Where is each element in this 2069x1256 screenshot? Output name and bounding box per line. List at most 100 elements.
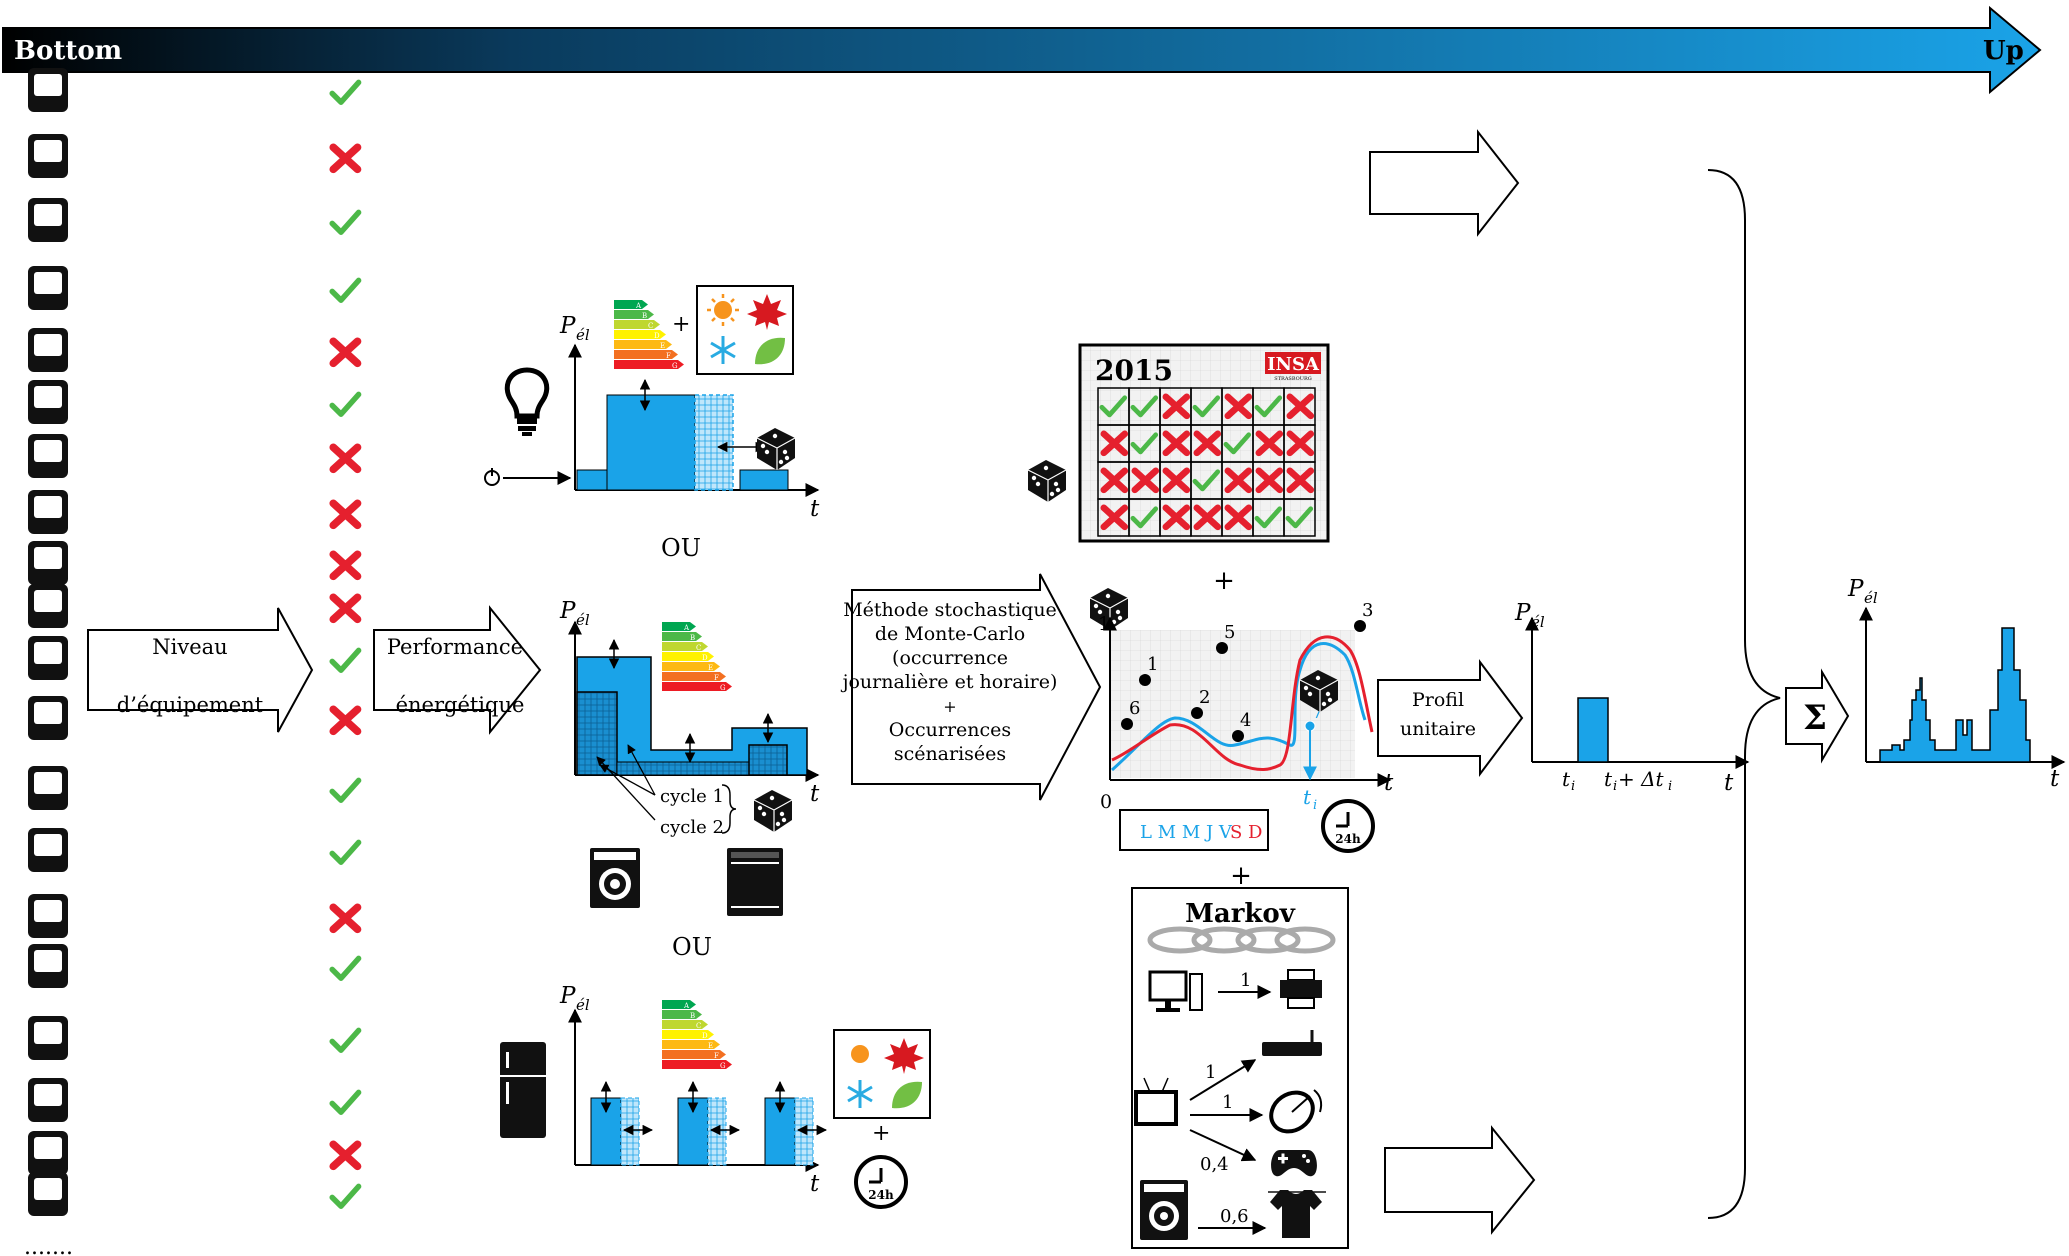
cycle1-label: cycle 1	[660, 786, 724, 807]
mc-ti-sub: i	[1313, 798, 1317, 813]
plus-sign: +	[1213, 566, 1235, 596]
dishwasher-icon	[727, 848, 783, 916]
router-icon	[1262, 1030, 1322, 1056]
cross-icon	[1224, 393, 1253, 420]
mc-days-weekend: S D	[1230, 822, 1262, 843]
energy-class-bar	[662, 652, 714, 661]
niveau-line1: Niveau	[152, 635, 227, 659]
markov-prob-1a: 1	[1240, 970, 1251, 991]
chart1-t-label: t	[810, 496, 820, 522]
mc-point-label: 5	[1224, 622, 1235, 643]
cross-icon	[1255, 467, 1284, 494]
energy-class-letter: F	[714, 1052, 719, 1060]
check-icon	[329, 1089, 362, 1115]
season-weather-icon	[833, 1029, 931, 1119]
clock-24h-icon: 24h	[854, 1155, 908, 1209]
kettle-icon	[28, 1131, 68, 1175]
profil-ti-sub: i	[1571, 779, 1575, 794]
energy-class-bar	[662, 632, 702, 641]
check-icon	[329, 1183, 362, 1209]
calendar-cell	[1283, 498, 1316, 537]
markov-prob-1c: 1	[1222, 1092, 1233, 1113]
profil-ti-plus-sub: i	[1613, 779, 1617, 794]
cross-icon	[1286, 430, 1315, 457]
energy-class-bar	[662, 1030, 714, 1039]
energy-class-bar	[614, 320, 660, 329]
energy-class-letter: G	[720, 684, 726, 692]
cross-icon	[329, 337, 362, 368]
energy-class-letter: C	[696, 1022, 701, 1030]
energy-class-bar	[662, 1040, 720, 1049]
clock-label: 24h	[1335, 832, 1361, 846]
sigma-symbol: Σ	[1803, 698, 1827, 738]
mc-point-label: 1	[1147, 654, 1158, 675]
mc-point-label: 6	[1129, 698, 1140, 719]
methode-line: journalière et horaire)	[841, 671, 1058, 693]
energy-class-bar	[662, 622, 696, 631]
summation-brace	[1707, 169, 1781, 1219]
banner-right-label: Up	[1983, 36, 2024, 66]
energy-class-bar	[662, 642, 708, 651]
energy-class-letter: G	[672, 362, 678, 370]
check-icon	[329, 1027, 362, 1053]
step-performance-energetique: Performance énergétique	[373, 605, 542, 735]
clock-label: 24h	[868, 1188, 894, 1202]
outline-arrow-bottom	[1384, 1125, 1536, 1235]
laptop-icon	[28, 380, 68, 424]
sum-arrow: Σ	[1785, 668, 1850, 764]
perf-line1: Performance	[387, 635, 523, 659]
energy-class-letter: B	[690, 1012, 695, 1020]
plus-sign: +	[1230, 861, 1252, 891]
printer-icon	[28, 434, 68, 478]
niveau-line2: d’équipement	[117, 693, 264, 717]
energy-class-letter: F	[666, 352, 671, 360]
cross-icon	[1100, 467, 1129, 494]
check-icon	[329, 391, 362, 417]
cross-icon	[1224, 504, 1253, 531]
markov-title: Markov	[1185, 899, 1296, 929]
mc-point	[1191, 707, 1203, 719]
calendar-year: 2015	[1095, 354, 1173, 387]
dice-icon	[1027, 460, 1067, 502]
cross-icon	[329, 903, 362, 934]
cross-icon	[329, 550, 362, 581]
mc-point	[1232, 730, 1244, 742]
mc-point-label: 4	[1240, 710, 1251, 731]
agg-p-sub: él	[1864, 589, 1878, 607]
cross-icon	[1131, 467, 1160, 494]
check-icon	[329, 209, 362, 235]
chart1-plus: +	[672, 312, 690, 337]
tshirt-icon	[1268, 1190, 1326, 1238]
lightbulb-icon	[504, 367, 550, 436]
check-icon	[329, 79, 362, 105]
perf-line2: énergétique	[396, 693, 525, 717]
markov-prob-06: 0,6	[1220, 1206, 1249, 1227]
gamepad-icon	[1271, 1150, 1317, 1177]
desktop-computer-icon	[1148, 970, 1203, 1012]
check-icon	[1223, 432, 1252, 455]
cross-icon	[1162, 467, 1191, 494]
printer-icon	[1280, 969, 1322, 1009]
profil-delta-sub: i	[1668, 779, 1672, 794]
energy-class-letter: C	[696, 644, 701, 652]
energy-class-bar	[662, 672, 726, 681]
outline-arrow-top	[1369, 129, 1520, 237]
mc-point	[1139, 674, 1151, 686]
cross-icon	[329, 1140, 362, 1171]
washing-machine-icon	[590, 848, 640, 908]
profil-ti-plus: t	[1604, 767, 1613, 791]
markov-box: Markov 1 1	[1131, 887, 1349, 1249]
fridge-icon	[500, 1042, 546, 1138]
mc-point	[1121, 718, 1133, 730]
cross-icon	[329, 143, 362, 174]
mc-days-weekday: L M M J V	[1140, 822, 1233, 843]
methode-line: de Monte-Carlo	[875, 623, 1025, 645]
methode-line: Occurrences	[889, 719, 1011, 741]
